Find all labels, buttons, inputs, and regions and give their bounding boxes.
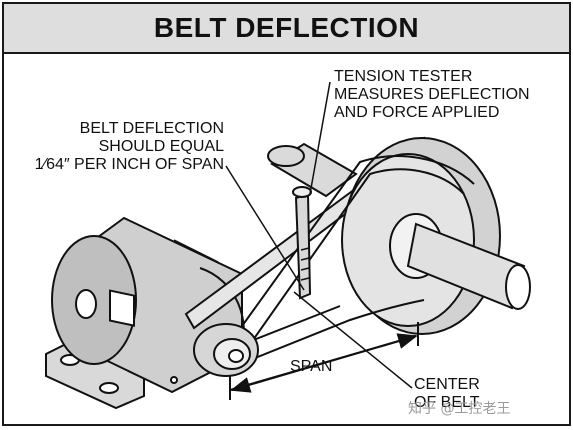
- output-shaft: [406, 222, 531, 310]
- leader-lines: [225, 81, 413, 389]
- diagram-title: BELT DEFLECTION: [153, 12, 420, 43]
- belt-drive-illustration: [45, 81, 531, 410]
- belt-deflection-leader: [225, 165, 305, 291]
- watermark: 知乎 @工控老王: [408, 401, 511, 417]
- tension-tester: [292, 186, 312, 300]
- drive-sheave: [193, 323, 259, 377]
- belt-deflection-label: BELT DEFLECTION SHOULD EQUAL 1⁄64″ PER I…: [34, 120, 224, 173]
- tension-tester-leader: [309, 81, 331, 195]
- center-of-belt-leader: [293, 291, 413, 389]
- center-of-belt-label: CENTER OF BELT: [414, 376, 480, 411]
- tension-tester-label: TENSION TESTER MEASURES DEFLECTION AND F…: [334, 68, 530, 121]
- diagram-frame: BELT DEFLECTION: [2, 2, 571, 426]
- title-bar: BELT DEFLECTION: [4, 4, 569, 54]
- span-label: SPAN: [290, 358, 333, 375]
- upper-shaft: [267, 142, 358, 198]
- span-dimension: [229, 322, 419, 400]
